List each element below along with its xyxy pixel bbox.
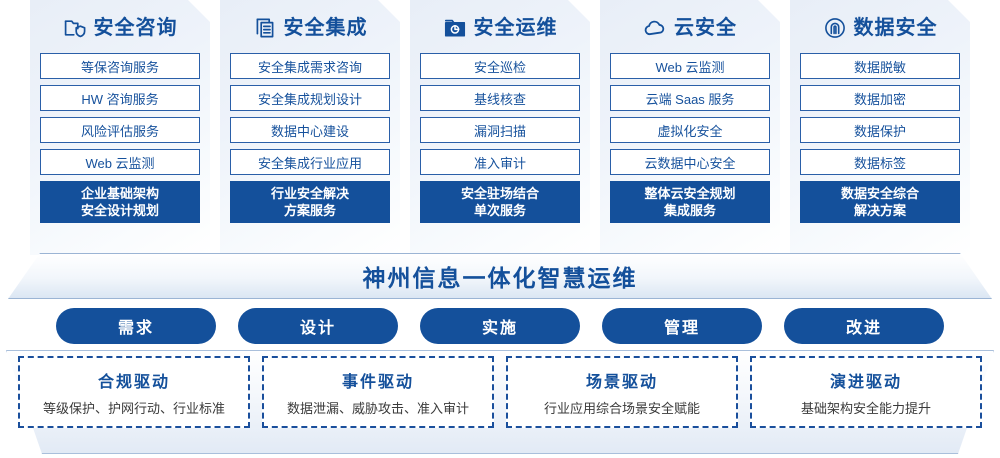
service-item[interactable]: 数据脱敏 [800, 53, 960, 79]
service-item[interactable]: 数据加密 [800, 85, 960, 111]
lifecycle-stage-implementation[interactable]: 实施 [420, 308, 580, 344]
column-footer-line: 安全设计规划 [80, 203, 159, 218]
column-title: 云安全 [674, 17, 737, 39]
column-footer-line: 行业安全解决 [270, 186, 349, 201]
service-item[interactable]: 漏洞扫描 [420, 117, 580, 143]
column-footer-highlight[interactable]: 安全驻场结合 单次服务 [420, 181, 580, 223]
service-item[interactable]: 安全巡检 [420, 53, 580, 79]
driver-description: 等级保护、护网行动、行业标准 [42, 400, 225, 416]
column-footer-line: 解决方案 [853, 203, 906, 218]
service-item[interactable]: 云端 Saas 服务 [610, 85, 770, 111]
column-header: 数据安全 [800, 8, 960, 48]
driver-card-incident[interactable]: 事件驱动 数据泄漏、威胁攻击、准入审计 [262, 356, 494, 428]
column-title: 数据安全 [853, 17, 938, 39]
driver-title: 场景驱动 [585, 373, 658, 391]
column-title: 安全咨询 [93, 17, 178, 39]
column-footer-highlight[interactable]: 企业基础架构 安全设计规划 [40, 181, 200, 223]
column-footer-line: 安全驻场结合 [460, 186, 539, 201]
driver-title: 演进驱动 [829, 373, 902, 391]
capability-column-security-integration[interactable]: 安全集成 安全集成需求咨询 安全集成规划设计 数据中心建设 安全集成行业应用 行… [220, 0, 400, 255]
folder-shield-icon [63, 16, 87, 40]
column-footer-line: 集成服务 [663, 203, 716, 218]
column-footer-line: 整体云安全规划 [644, 186, 736, 201]
driver-description: 行业应用综合场景安全赋能 [543, 400, 700, 416]
service-item[interactable]: 云数据中心安全 [610, 149, 770, 175]
column-title: 安全集成 [283, 17, 368, 39]
lifecycle-stage-improvement[interactable]: 改进 [784, 308, 944, 344]
service-item[interactable]: 数据保护 [800, 117, 960, 143]
driver-card-scenario[interactable]: 场景驱动 行业应用综合场景安全赋能 [506, 356, 738, 428]
driver-card-compliance[interactable]: 合规驱动 等级保护、护网行动、行业标准 [18, 356, 250, 428]
lifecycle-stage-management[interactable]: 管理 [602, 308, 762, 344]
column-footer-line: 企业基础架构 [80, 186, 159, 201]
folder-chart-icon [443, 16, 467, 40]
platform-banner: 神州信息一体化智慧运维 [8, 253, 992, 299]
lifecycle-stage-row: 需求 设计 实施 管理 改进 [0, 308, 1000, 346]
service-item[interactable]: 基线核查 [420, 85, 580, 111]
capability-column-security-operations[interactable]: 安全运维 安全巡检 基线核查 漏洞扫描 准入审计 安全驻场结合 单次服务 [410, 0, 590, 255]
column-footer-line: 数据安全综合 [840, 186, 919, 201]
service-item[interactable]: 数据中心建设 [230, 117, 390, 143]
driver-description: 基础架构安全能力提升 [800, 400, 931, 416]
service-item[interactable]: 虚拟化安全 [610, 117, 770, 143]
service-item[interactable]: HW 咨询服务 [40, 85, 200, 111]
platform-banner-title: 神州信息一体化智慧运维 [362, 265, 638, 291]
driver-title: 事件驱动 [341, 373, 414, 391]
driver-cards: 合规驱动 等级保护、护网行动、行业标准 事件驱动 数据泄漏、威胁攻击、准入审计 … [6, 356, 994, 442]
service-item[interactable]: 数据标签 [800, 149, 960, 175]
column-title: 安全运维 [473, 17, 558, 39]
column-header: 安全运维 [420, 8, 580, 48]
column-header: 安全集成 [230, 8, 390, 48]
driver-description: 数据泄漏、威胁攻击、准入审计 [286, 400, 469, 416]
lifecycle-stage-design[interactable]: 设计 [238, 308, 398, 344]
service-item[interactable]: Web 云监测 [610, 53, 770, 79]
fingerprint-icon [823, 16, 847, 40]
column-footer-highlight[interactable]: 整体云安全规划 集成服务 [610, 181, 770, 223]
column-footer-highlight[interactable]: 行业安全解决 方案服务 [230, 181, 390, 223]
service-item[interactable]: Web 云监测 [40, 149, 200, 175]
stacked-servers-icon [253, 16, 277, 40]
column-footer-line: 方案服务 [283, 203, 336, 218]
column-footer-highlight[interactable]: 数据安全综合 解决方案 [800, 181, 960, 223]
service-item[interactable]: 安全集成需求咨询 [230, 53, 390, 79]
driver-card-evolution[interactable]: 演进驱动 基础架构安全能力提升 [750, 356, 982, 428]
service-item[interactable]: 等保咨询服务 [40, 53, 200, 79]
capability-column-data-security[interactable]: 数据安全 数据脱敏 数据加密 数据保护 数据标签 数据安全综合 解决方案 [790, 0, 970, 255]
service-item[interactable]: 安全集成行业应用 [230, 149, 390, 175]
lifecycle-stage-requirement[interactable]: 需求 [56, 308, 216, 344]
column-footer-line: 单次服务 [473, 203, 526, 218]
service-item[interactable]: 安全集成规划设计 [230, 85, 390, 111]
cloud-icon [643, 16, 667, 40]
capability-column-security-consulting[interactable]: 安全咨询 等保咨询服务 HW 咨询服务 风险评估服务 Web 云监测 企业基础架… [30, 0, 210, 255]
column-header: 安全咨询 [40, 8, 200, 48]
column-header: 云安全 [610, 8, 770, 48]
driver-title: 合规驱动 [97, 373, 170, 391]
capability-columns: 安全咨询 等保咨询服务 HW 咨询服务 风险评估服务 Web 云监测 企业基础架… [0, 0, 1000, 255]
service-item[interactable]: 准入审计 [420, 149, 580, 175]
service-item[interactable]: 风险评估服务 [40, 117, 200, 143]
capability-column-cloud-security[interactable]: 云安全 Web 云监测 云端 Saas 服务 虚拟化安全 云数据中心安全 整体云… [600, 0, 780, 255]
